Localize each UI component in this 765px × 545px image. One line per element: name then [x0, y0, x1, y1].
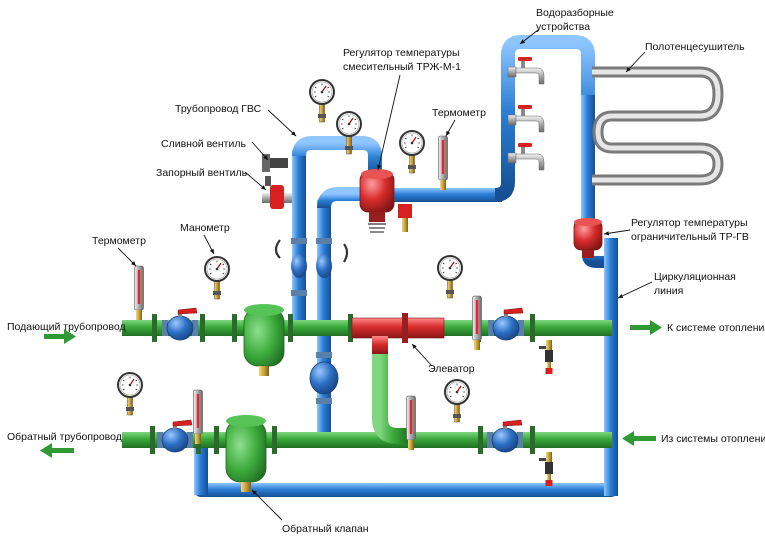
mud-separator-return [225, 415, 267, 492]
drain-valve[interactable] [262, 154, 288, 172]
mud-separator-supply [243, 304, 285, 376]
elevator [351, 313, 445, 444]
label-manometer: Манометр [180, 222, 230, 234]
return-inlet-valve[interactable] [486, 419, 524, 453]
label-to-heating: К системе отопления [667, 322, 765, 334]
arrow-from-heating [622, 431, 656, 446]
label-thermometer-left: Термометр [92, 235, 146, 247]
blue-gate-valve[interactable] [309, 352, 339, 404]
label-limit-regulator-1: Регулятор температуры [631, 217, 748, 229]
arrow-to-heating [630, 320, 662, 335]
dhw-return-bottom-loop [194, 238, 618, 497]
arrow-supply-in [44, 329, 76, 344]
manometer-supply-right [437, 255, 463, 299]
label-from-heating: Из системы отопления [661, 433, 765, 445]
leader-lines [117, 29, 653, 521]
label-elevator: Элеватор [428, 363, 475, 375]
thermometer-supply [134, 265, 144, 321]
label-shutoff-valve: Запорный вентиль [156, 167, 248, 179]
manometer-return-left [117, 372, 143, 416]
shutoff-valve[interactable] [262, 176, 292, 209]
labels: Подающий трубопровод Обратный трубопрово… [7, 7, 765, 535]
mixing-temperature-regulator[interactable] [359, 169, 412, 233]
manometer-dhw-1 [309, 79, 335, 123]
thermometer-dhw [438, 135, 448, 191]
label-drain-valve: Сливной вентиль [161, 138, 246, 150]
supply-inlet-valve[interactable] [161, 307, 199, 341]
label-circulation-2: линия [654, 285, 683, 297]
limit-temperature-regulator[interactable] [573, 218, 603, 258]
supply-drain-valve[interactable] [539, 340, 553, 374]
towel-dryer [592, 66, 724, 186]
label-limit-regulator-2: ограничительный ТР-ГВ [631, 231, 749, 243]
label-circulation-1: Циркуляционная [654, 271, 736, 283]
manometer-return-right [444, 379, 470, 423]
manometer-supply-left [204, 256, 230, 300]
label-mixing-regulator-1: Регулятор температуры [343, 47, 460, 59]
dhw-pipes [292, 35, 604, 438]
arrow-return-out [40, 443, 74, 458]
label-taps-1: Водоразборные [536, 7, 614, 19]
label-towel-dryer: Полотенцесушитель [645, 41, 745, 53]
supply-outlet-valve[interactable] [487, 307, 525, 341]
label-mixing-regulator-2: смесительный ТРЖ-М-1 [343, 61, 461, 73]
label-check-valve: Обратный клапан [282, 523, 369, 535]
return-outlet-valve[interactable] [156, 419, 194, 453]
manometer-dhw-3 [399, 130, 425, 174]
dhw-shutoff-valves[interactable] [274, 238, 349, 296]
label-return-pipe: Обратный трубопровод [7, 431, 122, 443]
label-dhw-pipe: Трубопровод ГВС [175, 103, 262, 115]
label-thermometer-top: Термометр [432, 107, 486, 119]
label-supply-pipe: Подающий трубопровод [7, 321, 126, 333]
label-taps-2: устройства [536, 21, 590, 33]
return-drain-valve[interactable] [539, 452, 553, 486]
flow-arrows [40, 320, 662, 458]
